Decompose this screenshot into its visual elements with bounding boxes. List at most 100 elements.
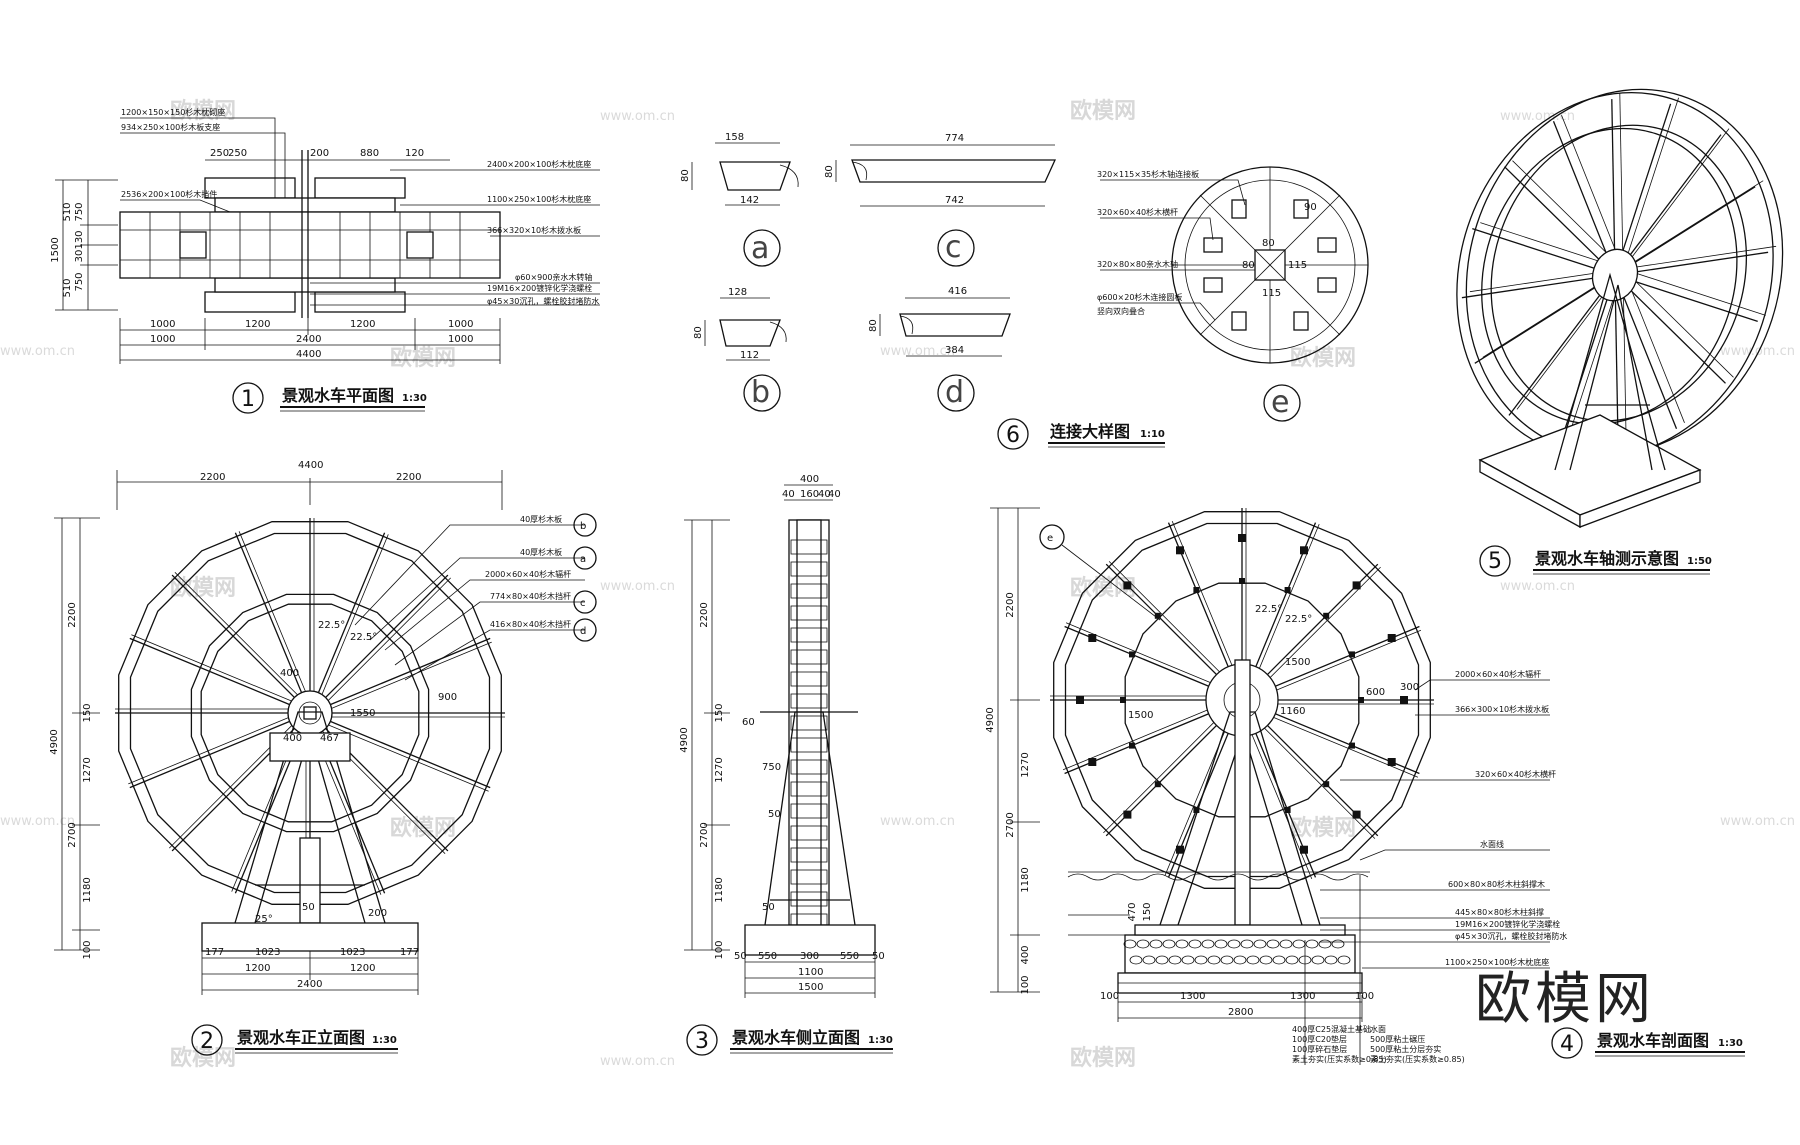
- view-scale: 1:30: [372, 1035, 397, 1046]
- dim-label: 50: [734, 951, 747, 962]
- callout-text: 40厚杉木板: [520, 547, 562, 557]
- callout-text: φ600×20杉木连接圆板: [1097, 292, 1182, 302]
- dim-label: 100: [82, 940, 93, 959]
- dim-label: 2200: [200, 472, 225, 483]
- view-scale: 1:50: [1687, 556, 1712, 567]
- dim-label: 200: [368, 908, 387, 919]
- callout-text: 320×80×80亲水木轴: [1097, 259, 1178, 269]
- dim-label: 1023: [255, 947, 280, 958]
- callout-text: 445×80×80杉木柱斜撑: [1455, 907, 1544, 917]
- watermark-url: www.om.cn: [1500, 109, 1575, 124]
- dim-label: 774: [945, 133, 964, 144]
- section-view: 4900 2200 2700 1270 1180 400 100 470 150…: [985, 507, 1745, 1065]
- dim-label: 1500: [50, 237, 61, 262]
- callout-text: 366×300×10杉木拨水板: [1455, 704, 1549, 714]
- dim-label: 300: [800, 951, 819, 962]
- view-scale: 1:30: [1718, 1038, 1743, 1049]
- callout-text: φ60×900亲水木转轴: [515, 272, 592, 282]
- dim-label: 1160: [1280, 706, 1305, 717]
- dim-label: 112: [740, 350, 759, 361]
- dim-label: 80: [1262, 238, 1275, 249]
- dim-label: 880: [360, 148, 379, 159]
- dim-label: 510: [62, 202, 73, 221]
- view-number: 1: [241, 387, 255, 412]
- dim-label: 177: [400, 947, 419, 958]
- watermark-url: www.om.cn: [600, 1054, 675, 1069]
- dim-label: 300: [1400, 682, 1419, 693]
- wheel: [115, 518, 505, 908]
- plan-callouts: 1200×150×150杉木枕砌座 934×250×100杉木板支座 2536×…: [120, 107, 600, 306]
- dim-label: 50: [302, 902, 315, 913]
- dim-label: 400: [280, 668, 299, 679]
- view-title: 景观水车平面图: [282, 386, 394, 405]
- dim-label: 22.5°: [318, 620, 345, 631]
- callout-text: 40厚杉木板: [520, 514, 562, 524]
- dim-label: 400: [283, 733, 302, 744]
- detail-c: 774 80 742 c: [824, 133, 1057, 267]
- dim-label: 1180: [714, 877, 725, 902]
- view-number: 2: [200, 1029, 214, 1054]
- dim-label: 1180: [1020, 867, 1031, 892]
- view-title: 景观水车侧立面图: [732, 1028, 860, 1047]
- dim-label: 90: [1304, 202, 1317, 213]
- dim-label: 80: [680, 169, 691, 182]
- dim-label: 1500: [798, 982, 823, 993]
- dim-label: 1000: [448, 319, 473, 330]
- dim-label: 177: [205, 947, 224, 958]
- dim-label: 384: [945, 345, 964, 356]
- dim-label: 1200: [245, 319, 270, 330]
- dim-label: 25°: [255, 914, 273, 925]
- side-elevation-view: 400 40 160 40 40 4900 2200 2700 1270 118…: [679, 474, 893, 1056]
- watermark-text: 欧模网: [390, 345, 456, 371]
- watermark-url: www.om.cn: [880, 344, 955, 359]
- dim-label: 467: [320, 733, 339, 744]
- dim-label: 900: [438, 692, 457, 703]
- dim-label: 40: [782, 489, 795, 500]
- dim-label: 128: [728, 287, 747, 298]
- dim-label: 2400: [297, 979, 322, 990]
- dim-label: 2200: [67, 602, 78, 627]
- dim-label: 4900: [985, 707, 996, 732]
- detail-b: 128 80 112 b: [693, 287, 787, 412]
- dim-label: 22.5°: [1255, 604, 1282, 615]
- detail-e: 80 80 115 115 90 320×115×35杉木轴连接板 320×60…: [1097, 166, 1369, 422]
- callout-text: 366×320×10杉木拨水板: [487, 225, 581, 235]
- callout-text: 水面线: [1480, 839, 1504, 849]
- dim-label: 4400: [296, 349, 321, 360]
- view-scale: 1:10: [1140, 429, 1165, 440]
- base-note: 水面: [1370, 1024, 1386, 1034]
- dim-label: 80: [693, 326, 704, 339]
- watermark-url: www.om.cn: [880, 814, 955, 829]
- dim-label: 470: [1127, 902, 1138, 921]
- dim-label: 80: [868, 319, 879, 332]
- base-note: 500厚粘土碾压: [1370, 1034, 1425, 1044]
- callout-text: 19M16×200镀锌化学浇螺栓: [1455, 919, 1560, 929]
- dim-label: 2400: [296, 334, 321, 345]
- dim-label: 150: [1142, 902, 1153, 921]
- dim-label: 100: [1020, 975, 1031, 994]
- watermark-text: 欧模网: [1070, 98, 1136, 124]
- dim-label: 50: [872, 951, 885, 962]
- callout-text: 1200×150×150杉木枕砌座: [121, 107, 225, 117]
- callout-text: 320×115×35杉木轴连接板: [1097, 169, 1199, 179]
- dim-label: 60: [742, 717, 755, 728]
- dim-label: 2700: [1005, 812, 1016, 837]
- watermark-url: www.om.cn: [1720, 344, 1795, 359]
- dim-label: 1200: [350, 963, 375, 974]
- detail-letter: d: [945, 375, 964, 410]
- dim-label: 142: [740, 195, 759, 206]
- detail-letter: c: [945, 230, 962, 265]
- dim-label: 160: [800, 489, 819, 500]
- dim-label: 30: [74, 250, 85, 263]
- dim-label: 120: [405, 148, 424, 159]
- dim-label: 600: [1366, 687, 1385, 698]
- dim-label: 250: [228, 148, 247, 159]
- view-scale: 1:30: [402, 393, 427, 404]
- callout-letter: d: [580, 626, 586, 637]
- dim-label: 1100: [798, 967, 823, 978]
- dim-label: 742: [945, 195, 964, 206]
- dim-label: 1200: [245, 963, 270, 974]
- detail-letter: e: [1271, 385, 1289, 420]
- dim-label: 2700: [67, 822, 78, 847]
